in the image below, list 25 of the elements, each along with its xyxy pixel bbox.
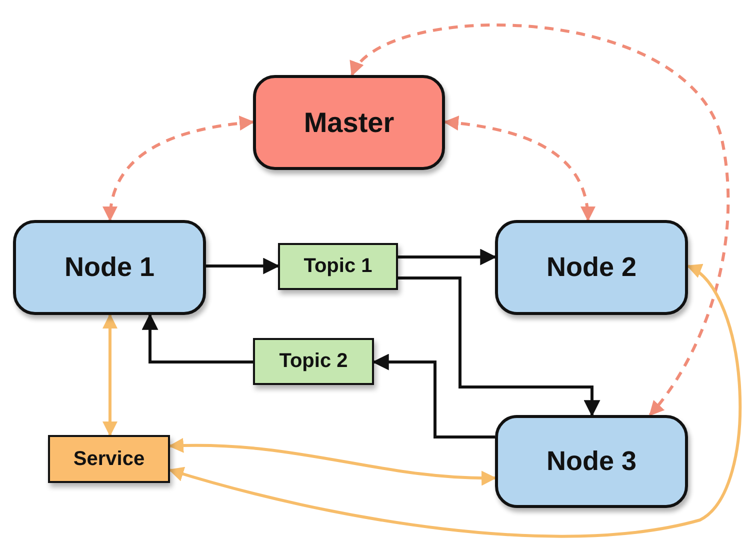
rounded-box bbox=[495, 220, 688, 315]
arrow bbox=[372, 354, 495, 438]
node-label: Service bbox=[73, 448, 145, 470]
arrow bbox=[398, 248, 497, 266]
rectangle-box bbox=[253, 338, 374, 385]
dashed-arrow bbox=[350, 24, 730, 416]
node-label: Master bbox=[304, 106, 394, 138]
node-label: Node 2 bbox=[546, 252, 637, 283]
arrow bbox=[102, 314, 118, 436]
dashed-arrow bbox=[444, 116, 594, 222]
rounded-box bbox=[253, 75, 445, 170]
arrow bbox=[168, 438, 496, 486]
dashed-arrow bbox=[104, 116, 254, 222]
node-label: Node 3 bbox=[546, 446, 637, 477]
node-label: Topic 2 bbox=[279, 350, 348, 373]
rectangle-box bbox=[278, 243, 398, 290]
rectangle-box bbox=[48, 435, 170, 483]
arrow bbox=[168, 264, 742, 538]
rounded-box bbox=[13, 220, 206, 315]
arrow bbox=[142, 313, 253, 364]
node-label: Topic 1 bbox=[304, 255, 372, 278]
arrow bbox=[206, 258, 280, 274]
node-label: Node 1 bbox=[64, 252, 155, 283]
arrow bbox=[398, 276, 600, 417]
rounded-box bbox=[495, 415, 688, 508]
